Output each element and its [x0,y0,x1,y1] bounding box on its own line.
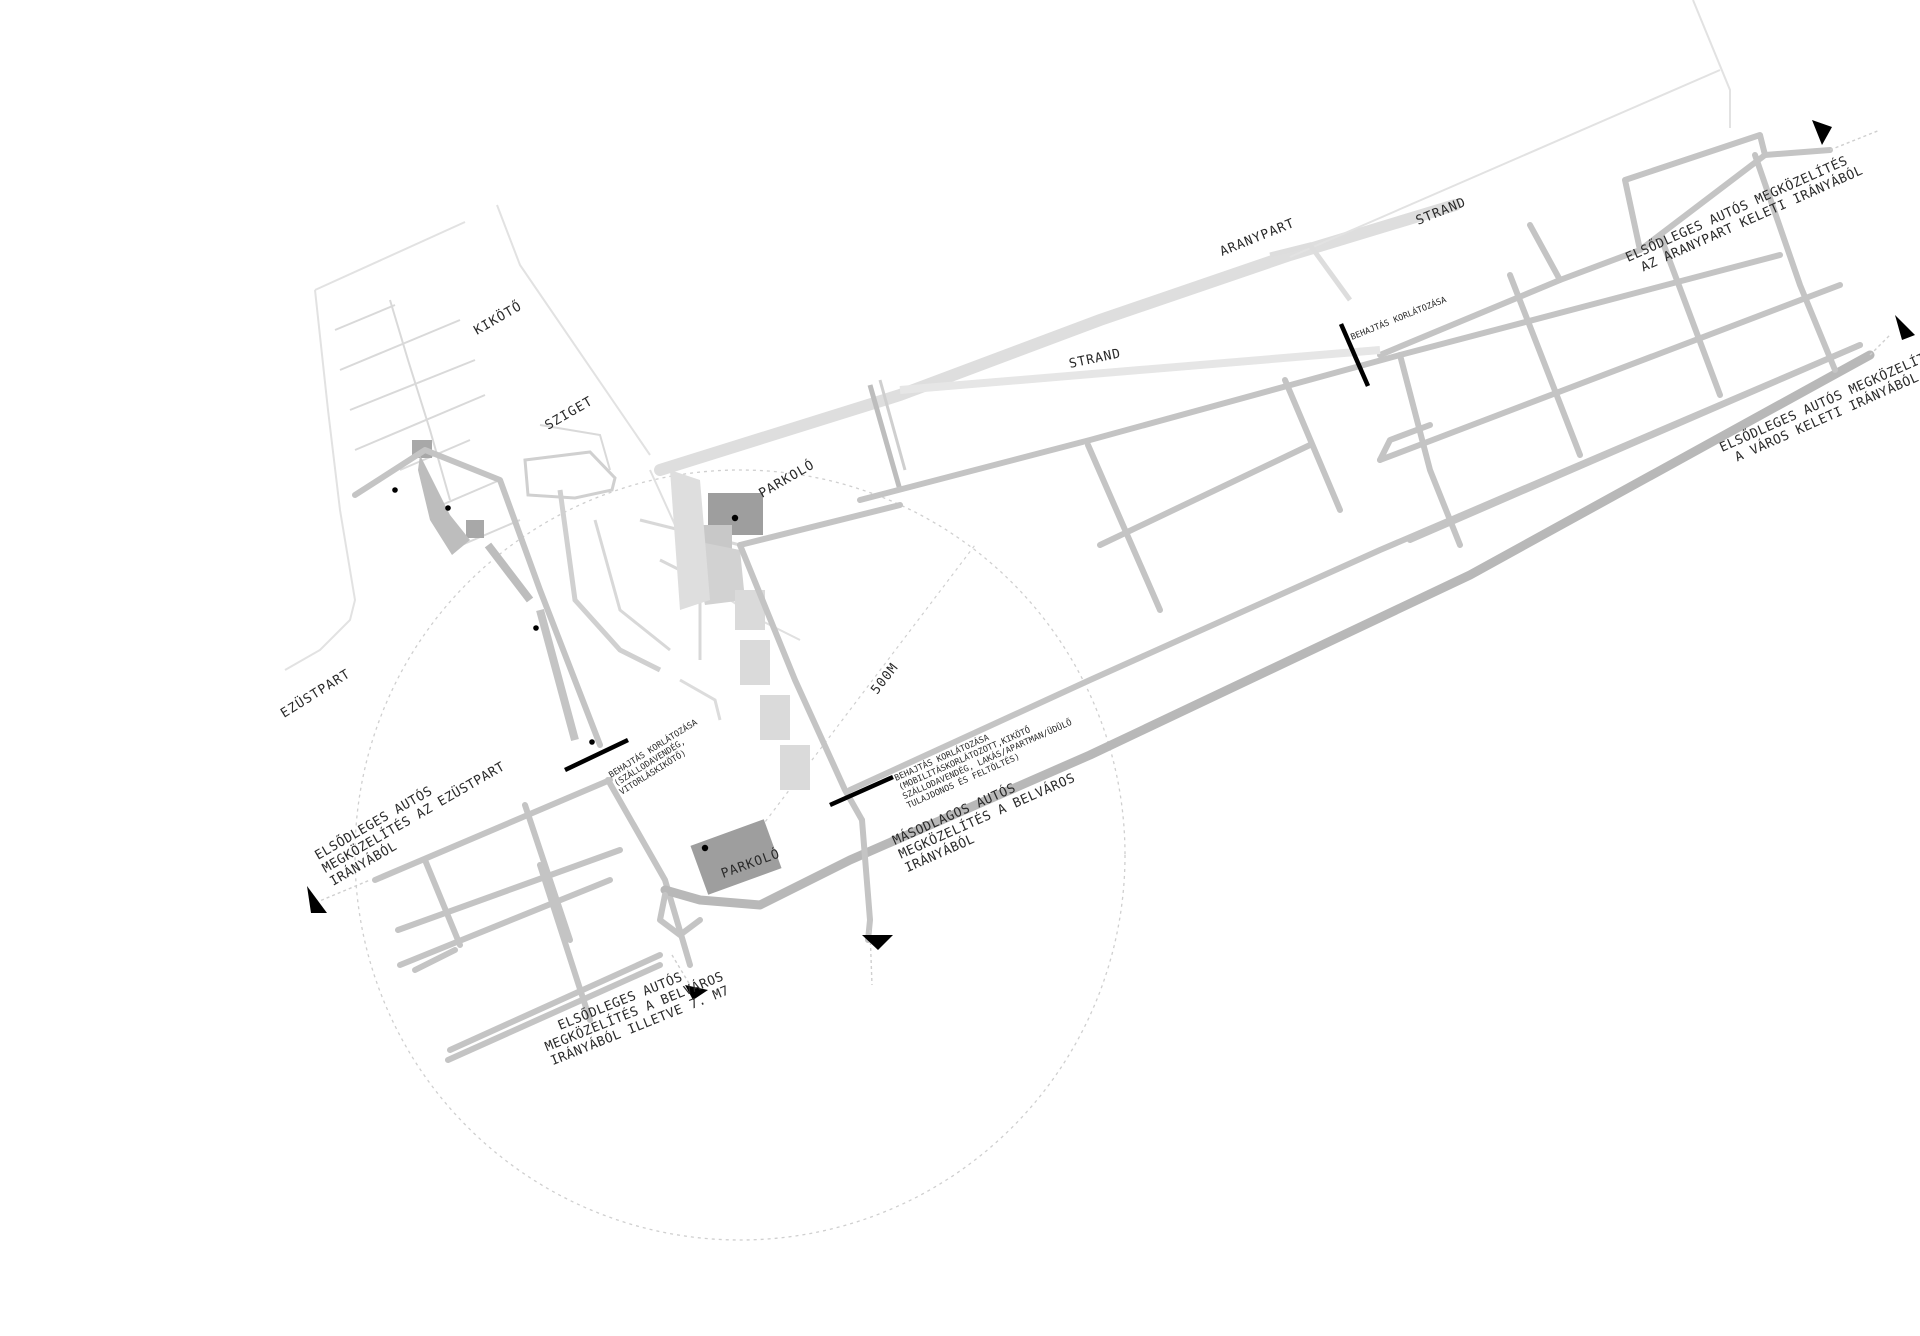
arrow-east-upper [1812,120,1832,145]
arrow-south-left [685,985,708,1000]
barrier-middle [829,774,894,808]
arrow-south-middle [862,935,893,950]
shoreline [284,0,1731,671]
central-area [412,242,1353,790]
approach-varos-east-1: ELSŐDLEGES AUTÓS MEGKÖZELÍTÉS [1717,342,1920,456]
approach-dotted-lines [309,129,1891,986]
arrow-west [307,886,327,913]
label-radius: 500M [868,660,902,697]
label-sziget: SZIGET [543,394,596,433]
label-ezustpart: EZÜSTPART [277,665,353,722]
label-parkolo-1: PARKOLÓ [756,457,818,502]
approach-ezustpart-2: MEGKÖZELÍTÉS AZ EZÜSTPART [319,758,508,877]
approach-belvaros-m7-2: MEGKÖZELÍTÉS A BELVÁROS [542,968,726,1056]
marker [445,505,451,511]
label-kikoto: KIKÖTŐ [471,297,525,338]
barrier-west [564,737,629,773]
marker [731,514,739,522]
radius-line [739,544,976,856]
label-strand-2: STRAND [1068,346,1123,372]
barrier-east [1338,323,1371,387]
approach-aranypart-east-2: AZ ARANYPART KELETI IRÁNYÁBÓL [1638,162,1865,275]
marker [392,487,398,493]
arrow-east-lower [1895,315,1915,340]
marker [701,844,709,852]
marker [533,625,539,631]
marker [589,739,595,745]
radius-circle [354,469,1126,1241]
road-network [352,132,1875,1063]
parking-lot-south [690,819,782,895]
